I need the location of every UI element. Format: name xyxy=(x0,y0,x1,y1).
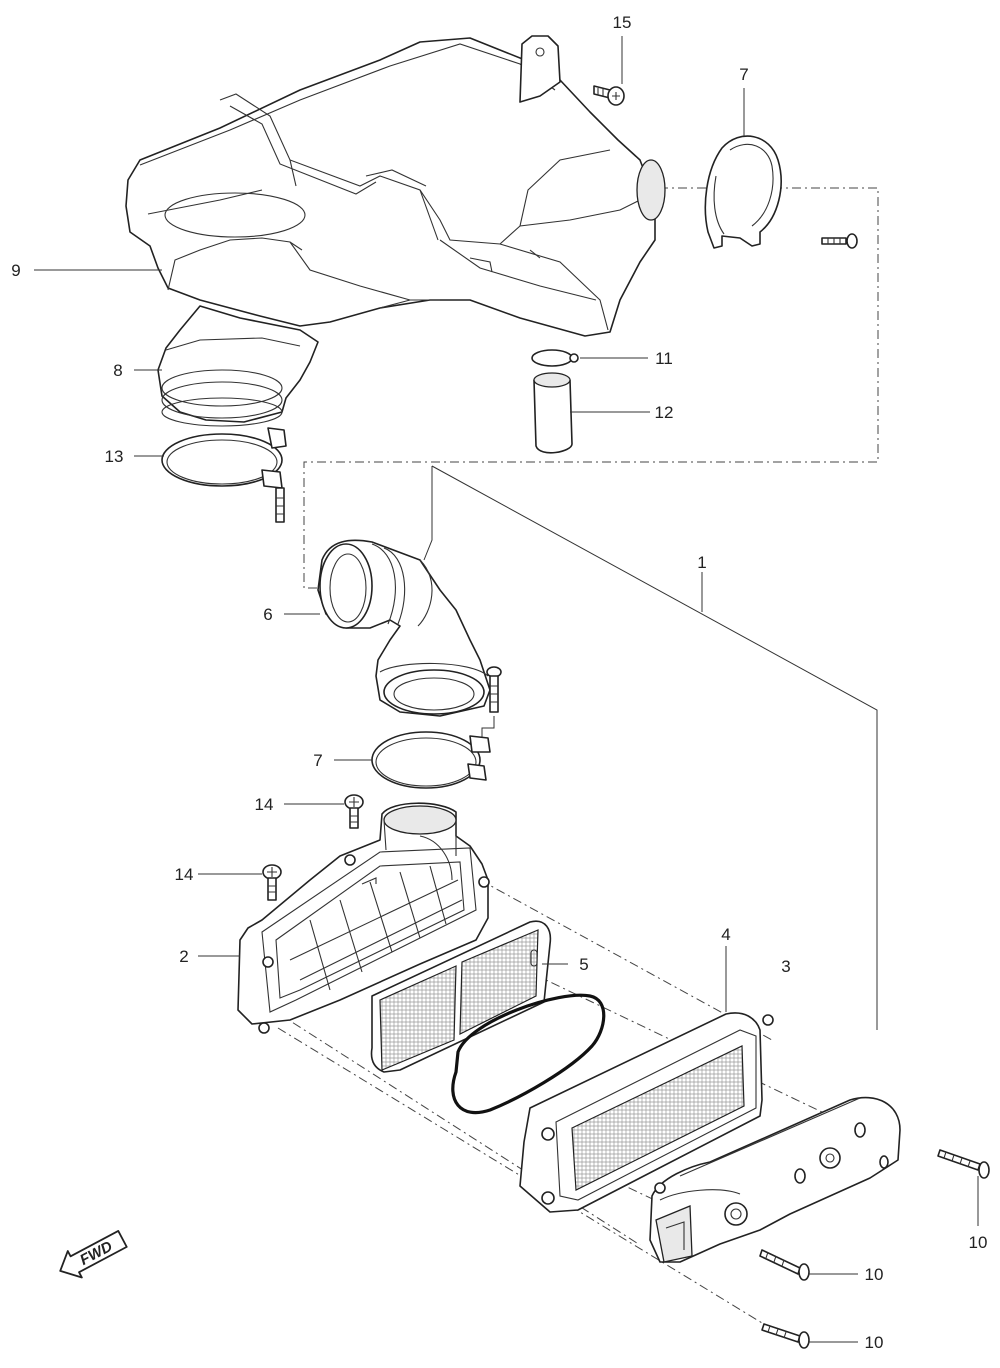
callout-2: 2 xyxy=(179,947,188,966)
drain-plug xyxy=(533,372,573,454)
main-filter-element xyxy=(519,1012,774,1213)
screw-14-lower xyxy=(262,864,282,901)
callout-15: 15 xyxy=(613,13,632,32)
lower-hose-clamp xyxy=(161,427,287,523)
callout-10-middle: 10 xyxy=(865,1265,884,1284)
callout-1: 1 xyxy=(697,553,706,572)
connecting-tube xyxy=(317,539,491,717)
air-cleaner-cover xyxy=(649,1096,901,1263)
callout-9: 9 xyxy=(11,261,20,280)
intake-boot xyxy=(157,305,319,427)
forward-arrow-icon xyxy=(59,1230,128,1279)
callout-13: 13 xyxy=(105,447,124,466)
callout-14-lower: 14 xyxy=(175,865,194,884)
cover-screw-middle xyxy=(759,1249,810,1281)
callout-10-lower: 10 xyxy=(865,1333,884,1352)
callout-14-upper: 14 xyxy=(255,795,274,814)
callout-7-lower: 7 xyxy=(313,751,322,770)
cover-screw-right xyxy=(937,1149,990,1179)
case-mounting-screw xyxy=(593,85,625,106)
callout-3: 3 xyxy=(781,957,790,976)
callout-5: 5 xyxy=(579,955,588,974)
upper-band-clamp xyxy=(704,135,858,249)
callout-6: 6 xyxy=(263,605,272,624)
tube-clamp-screw xyxy=(481,666,502,746)
drain-o-ring xyxy=(531,349,579,367)
sealing-gasket-ring xyxy=(451,993,606,1115)
callout-12: 12 xyxy=(655,403,674,422)
forward-direction-arrow: FWD xyxy=(59,1230,128,1279)
pre-filter-element xyxy=(370,920,552,1073)
callout-4: 4 xyxy=(721,925,730,944)
screw-14-upper xyxy=(344,794,364,829)
air-cleaner-case xyxy=(125,35,666,337)
cover-screw-lower xyxy=(761,1323,810,1349)
callout-leaders xyxy=(34,36,979,1343)
callout-7-upper: 7 xyxy=(739,65,748,84)
filter-housing xyxy=(237,802,490,1034)
callout-10-right: 10 xyxy=(969,1233,988,1252)
callout-11: 11 xyxy=(655,349,673,368)
callout-labels: 15 7 9 11 8 12 13 1 6 7 14 14 2 5 4 3 10… xyxy=(11,13,987,1352)
assembly-leader-lines xyxy=(423,465,878,1030)
lower-band-clamp xyxy=(371,731,491,789)
callout-8: 8 xyxy=(113,361,122,380)
